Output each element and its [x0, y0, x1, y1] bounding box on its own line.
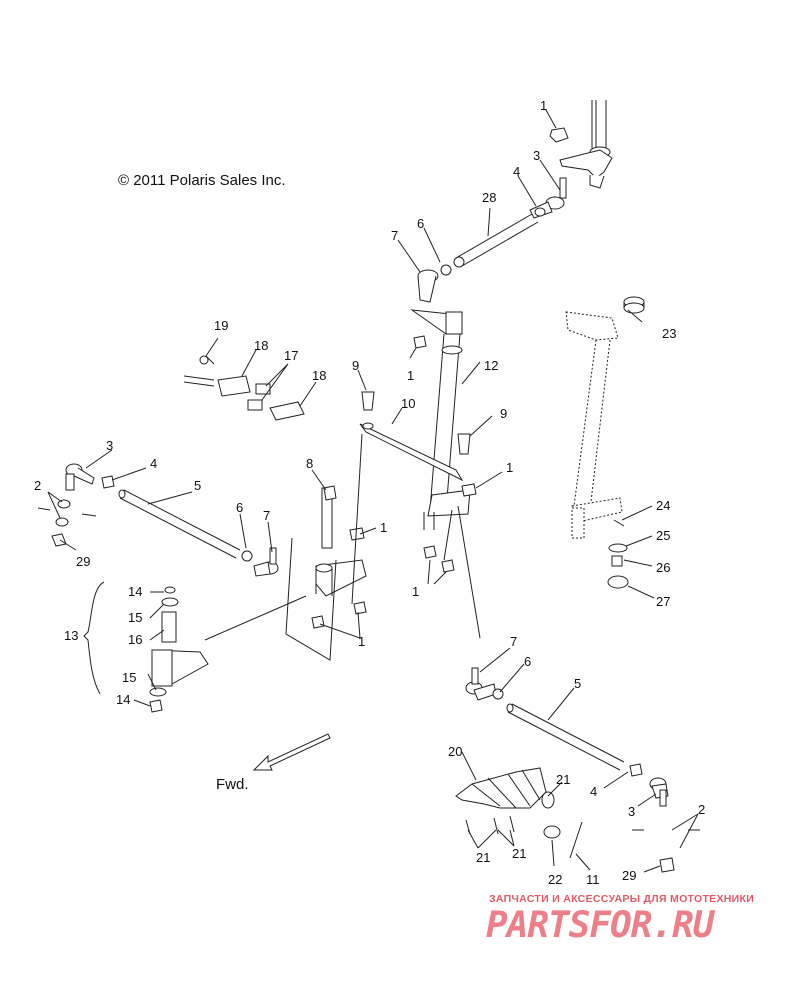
nuts-column: [413, 335, 477, 573]
callout-4-left: 4: [150, 456, 157, 471]
tie-rod-5-right: [506, 703, 625, 771]
callout-4-top: 4: [513, 164, 520, 179]
callout-14-top: 14: [128, 584, 142, 599]
callout-15-top: 15: [128, 610, 142, 625]
callout-3-right: 3: [628, 804, 635, 819]
callout-4-right: 4: [590, 784, 597, 799]
skid-plate-20: [455, 767, 583, 859]
drag-link-rod-28: [453, 213, 539, 268]
callout-9-left: 9: [352, 358, 359, 373]
callout-23: 23: [662, 326, 676, 341]
callout-21-mid: 21: [512, 846, 526, 861]
tie-rod-end-7-top: [417, 264, 452, 303]
callout-8: 8: [306, 456, 313, 471]
callout-6-top: 6: [417, 216, 424, 231]
callout-26: 26: [656, 560, 670, 575]
tie-rod-end-7-left: [253, 547, 279, 577]
callout-28: 28: [482, 190, 496, 205]
callout-18-right: 18: [312, 368, 326, 383]
tie-rod-5-left: [118, 489, 253, 562]
upper-steering-post: [559, 100, 613, 189]
callout-17: 17: [284, 348, 298, 363]
callout-14-bottom: 14: [116, 692, 130, 707]
callout-6-right: 6: [524, 654, 531, 669]
callout-18-top: 18: [254, 338, 268, 353]
forward-arrow: [252, 733, 331, 771]
forward-label: Fwd.: [216, 776, 249, 793]
tie-rod-end-7-right: [465, 667, 504, 701]
callout-12: 12: [484, 358, 498, 373]
callout-10: 10: [401, 396, 415, 411]
callout-3-top: 3: [533, 148, 540, 163]
tie-rod-end-3-left: [65, 463, 95, 491]
clamp-assembly: [183, 355, 305, 421]
callout-13: 13: [64, 628, 78, 643]
callout-24: 24: [656, 498, 670, 513]
callout-3-left: 3: [106, 438, 113, 453]
callout-1-right: 1: [506, 460, 513, 475]
copyright-text: © 2011 Polaris Sales Inc.: [118, 172, 286, 189]
callout-16: 16: [128, 632, 142, 647]
bracket-assembly-13: [83, 581, 209, 713]
tie-rod-end-3-right: [629, 763, 700, 873]
bolts-9: [361, 391, 471, 455]
nut-top: [549, 127, 569, 143]
callout-15-bottom: 15: [122, 670, 136, 685]
callout-1-bottom: 1: [358, 634, 365, 649]
callout-27: 27: [656, 594, 670, 609]
callout-2-left: 2: [34, 478, 41, 493]
callout-1-lower: 1: [412, 584, 419, 599]
callout-7-left: 7: [263, 508, 270, 523]
callout-19: 19: [214, 318, 228, 333]
callout-11: 11: [586, 872, 600, 887]
watermark-logo: PARTSFOR.RU: [486, 905, 714, 946]
tie-bar-10: [359, 422, 464, 482]
callout-5-right: 5: [574, 676, 581, 691]
lower-steering-post-dashed: [565, 311, 623, 539]
callout-1-idler: 1: [380, 520, 387, 535]
idler-arm-assembly: [204, 485, 367, 661]
connector-lines: [351, 433, 481, 639]
callout-21-top: 21: [556, 772, 570, 787]
callout-2-right: 2: [698, 802, 705, 817]
callout-9-right: 9: [500, 406, 507, 421]
washers-2-left: [37, 499, 97, 547]
washer-top: [534, 207, 546, 217]
callout-6-left: 6: [236, 500, 243, 515]
callout-20: 20: [448, 744, 462, 759]
callout-29-left: 29: [76, 554, 90, 569]
callout-5-left: 5: [194, 478, 201, 493]
callout-25: 25: [656, 528, 670, 543]
callout-21-left: 21: [476, 850, 490, 865]
callout-7-top: 7: [391, 228, 398, 243]
nut-4-left: [101, 475, 115, 489]
callout-1-column: 1: [407, 368, 414, 383]
callout-labels: 1 3 4 28 6 7 1 12 9 10 9 1 1 23 24 25 26…: [34, 98, 705, 887]
callout-7-right: 7: [510, 634, 517, 649]
callout-22: 22: [548, 872, 562, 887]
leader-lines: [47, 109, 699, 873]
cap-23: [623, 296, 645, 314]
callout-1-top: 1: [540, 98, 547, 113]
steering-column-12: [410, 309, 471, 530]
callout-29-right: 29: [622, 868, 636, 883]
parts-24-27: [607, 519, 629, 589]
watermark-tagline: ЗАПЧАСТИ И АКСЕССУАРЫ ДЛЯ МОТОТЕХНИКИ: [489, 893, 755, 905]
